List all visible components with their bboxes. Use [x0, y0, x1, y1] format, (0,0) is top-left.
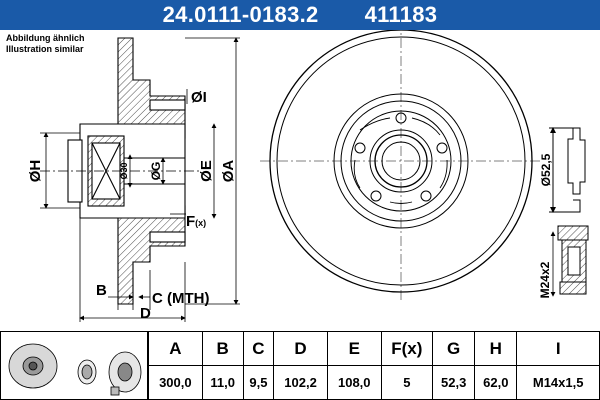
table-header-cell: H: [474, 331, 518, 366]
nut-detail: [550, 225, 589, 297]
dimension-table: A B C D E F(x) G H I 300,0 11,0 9,5 102,…: [148, 331, 600, 400]
disc-front-view: [260, 30, 542, 302]
dim-label-H: ØH: [27, 160, 44, 183]
note-line-en: Illustration similar: [6, 44, 84, 54]
table-value-cell: 300,0: [148, 365, 203, 400]
table-value-cell: 62,0: [474, 365, 518, 400]
bolt-hole-1: [395, 112, 407, 124]
rotor-lower: [117, 205, 186, 305]
bolt-hole-4: [370, 190, 382, 202]
dimension-lines: [40, 37, 240, 322]
bolt-hole-5: [354, 142, 366, 154]
table-value-cell: 9,5: [242, 365, 275, 400]
table-value-cell: M14x1,5: [516, 365, 600, 400]
dim-label-M24: M24x2: [538, 261, 552, 298]
dim-label-A: ØA: [220, 160, 237, 183]
rotor-upper: [117, 37, 186, 139]
note-line-de: Abbildung ähnlich: [6, 33, 85, 43]
dim-label-52-5: Ø52,5: [539, 153, 553, 186]
table-value-cell: 108,0: [326, 365, 382, 400]
dim-label-G: ØG: [149, 162, 163, 181]
dim-label-E: ØE: [198, 160, 215, 182]
table-header-cell: B: [201, 331, 244, 366]
table-header-cell: I: [516, 331, 600, 366]
table-value-cell: 11,0: [201, 365, 244, 400]
bolt-hole-2: [436, 142, 448, 154]
dim-label-F: F(x): [186, 213, 206, 230]
dim-label-B: B: [96, 282, 107, 299]
reference-number: 411183: [364, 2, 438, 27]
table-value-cell: 102,2: [273, 365, 328, 400]
product-thumbnail: [0, 331, 148, 400]
table-value-row: 300,0 11,0 9,5 102,2 108,0 5 52,3 62,0 M…: [148, 365, 600, 400]
technical-drawing: ØH Ø30 ØG ØI ØE ØA F(x) B C (MTH) D Ø52,…: [27, 30, 589, 322]
table-header-cell: A: [148, 331, 203, 366]
table-header-cell: D: [273, 331, 328, 366]
table-value-cell: 52,3: [432, 365, 476, 400]
part-number: 24.0111-0183.2: [162, 2, 319, 27]
table-header-cell: F(x): [380, 331, 434, 366]
dim-label-I: ØI: [191, 89, 207, 106]
disc-cross-section: [40, 37, 200, 305]
dim-label-C: C (MTH): [152, 290, 209, 307]
dim-label-D: D: [140, 305, 151, 322]
illustration-note: Abbildung ähnlich Illustration similar: [6, 33, 85, 55]
dim-label-30: Ø30: [119, 162, 129, 179]
title-bar: 24.0111-0183.2 411183: [0, 0, 600, 30]
table-header-cell: C: [242, 331, 275, 366]
table-header-row: A B C D E F(x) G H I: [148, 331, 600, 366]
table-header-cell: E: [326, 331, 382, 366]
table-value-cell: 5: [380, 365, 434, 400]
table-header-cell: G: [432, 331, 476, 366]
bolt-hole-3: [420, 190, 432, 202]
hub-cap-detail: [549, 127, 586, 213]
